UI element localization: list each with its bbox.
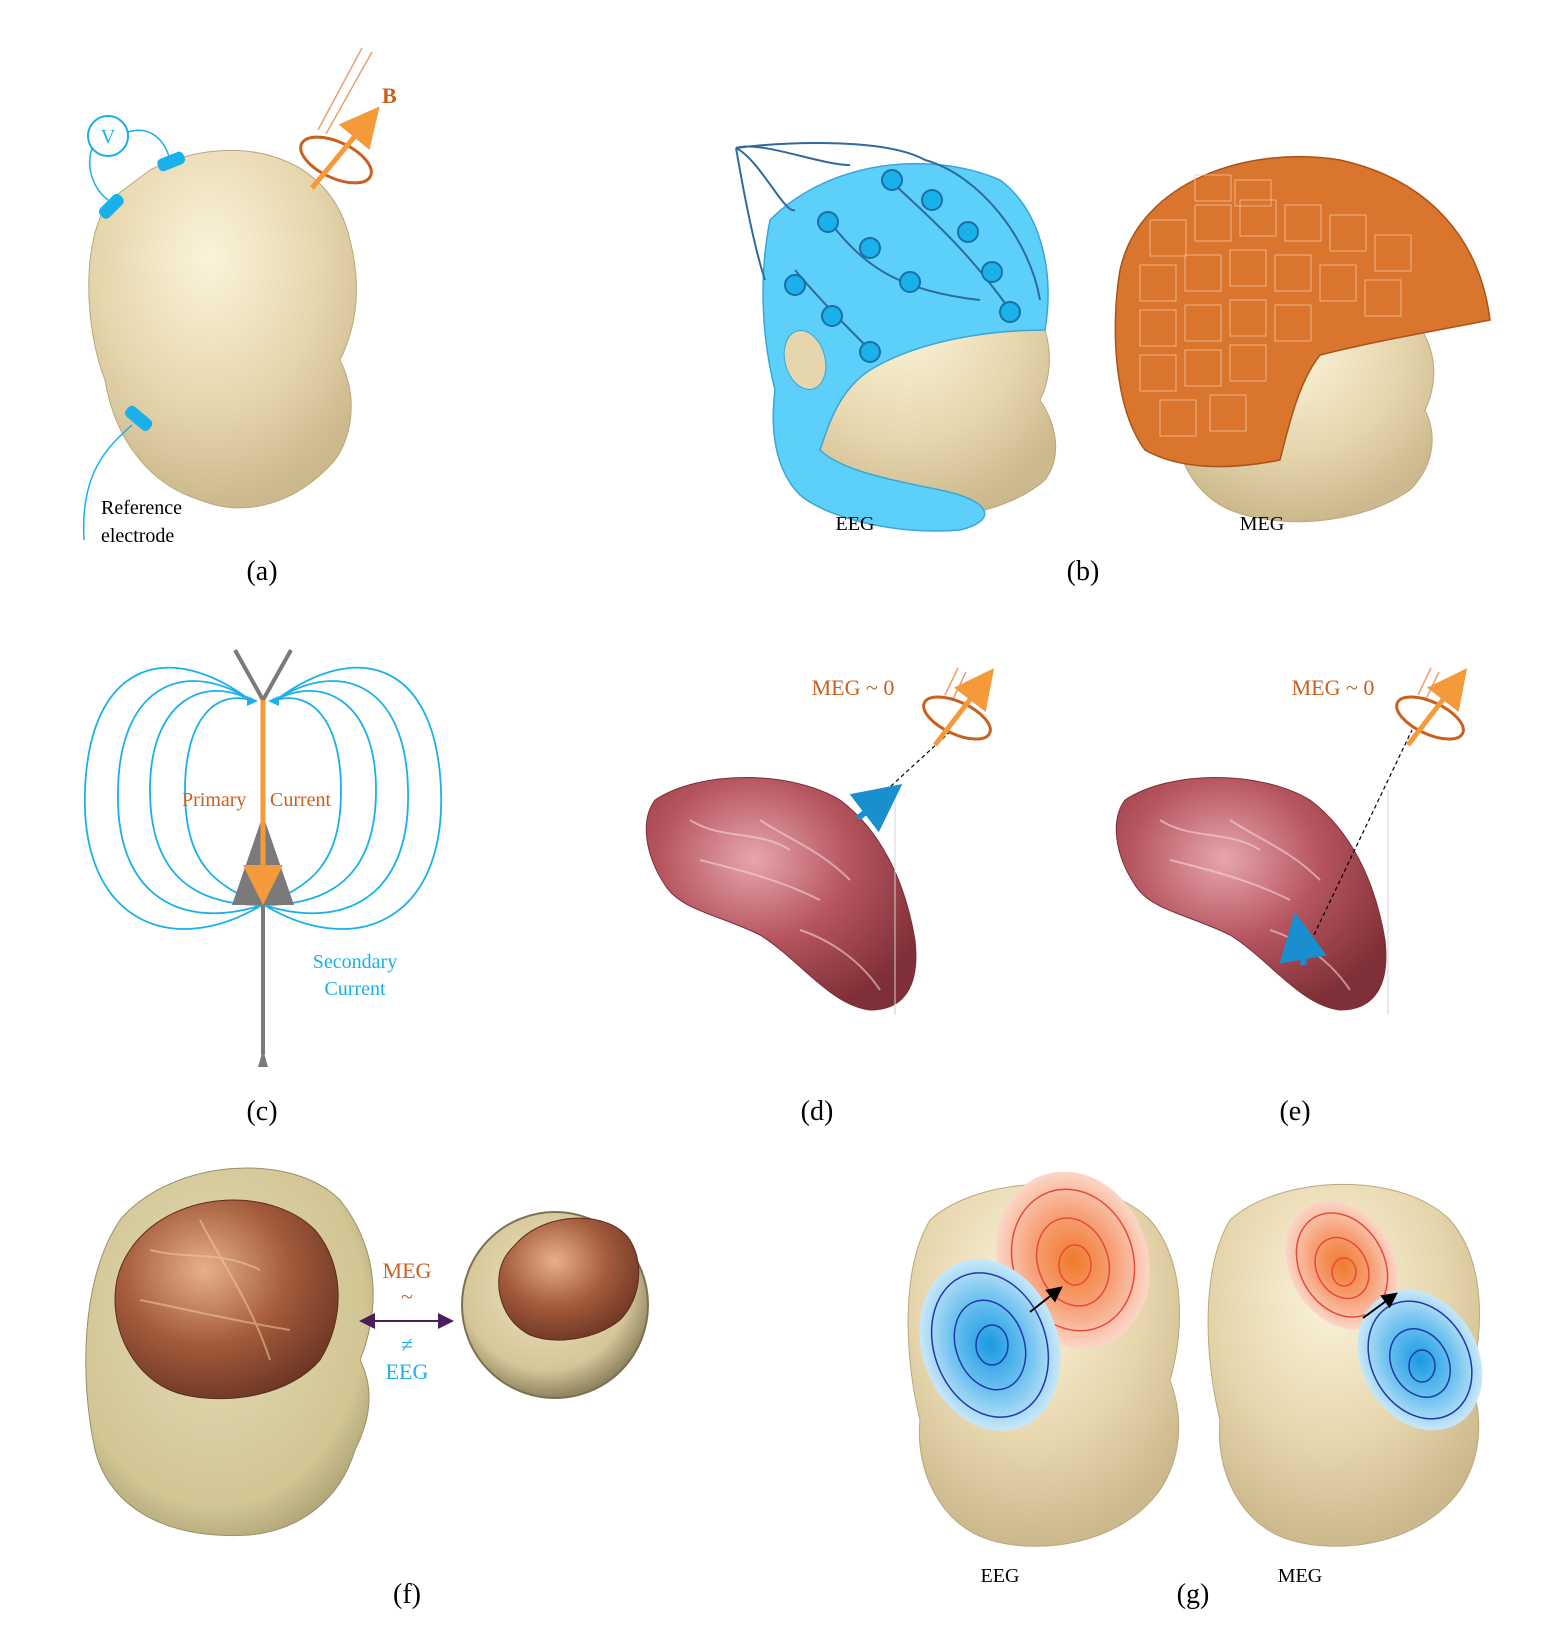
reference-label-line2: electrode [101, 525, 174, 547]
dipole-arrow-meg-g [1362, 1292, 1398, 1319]
electrode-top [157, 151, 186, 172]
meg-zero-label-e: MEG ~ 0 [1292, 675, 1375, 700]
panel-a: V Reference electrode B (a) [82, 47, 397, 587]
secondary-current-field-lines [84, 666, 442, 930]
panel-b: EEG MEG (b) [735, 142, 1491, 587]
meg-helmet [1114, 155, 1491, 468]
caption-d: (d) [801, 1096, 834, 1127]
neq-label-f: ≠ [401, 1332, 413, 1357]
caption-a: (a) [246, 556, 277, 587]
eeg-cap [762, 162, 1049, 532]
panel-d: MEG ~ 0 (d) [645, 667, 995, 1127]
electrode-left [98, 193, 124, 219]
brain-d [645, 777, 917, 1011]
magnetometer-icon [299, 47, 380, 190]
meg-label-f: MEG [383, 1258, 432, 1283]
primary-label-right: Current [270, 789, 332, 811]
secondary-label-line2: Current [324, 978, 386, 1000]
meg-zero-label-d: MEG ~ 0 [812, 675, 895, 700]
caption-b: (b) [1067, 556, 1100, 587]
panel-g: EEG MEG (g) [907, 1171, 1483, 1610]
panel-e: MEG ~ 0 (e) [1115, 667, 1468, 1127]
eeg-negative-pole [919, 1259, 1061, 1431]
panel-f: MEG ~ ≠ EEG (f) [85, 1167, 649, 1610]
eeg-label-f: EEG [386, 1359, 429, 1384]
head-meg-g [1207, 1183, 1480, 1547]
meg-sensor-grid [1139, 174, 1412, 437]
secondary-label-line1: Secondary [313, 951, 397, 973]
dipole-arrow-eeg-g [1029, 1286, 1063, 1313]
b-field-label: B [382, 83, 397, 108]
voltmeter-label: V [101, 126, 116, 148]
caption-f: (f) [393, 1579, 421, 1610]
magnetometer-icon-d [922, 667, 995, 747]
panel-c: Primary Current Secondary Current (c) [84, 649, 442, 1127]
electrode-reference [125, 405, 153, 431]
voltmeter-icon [87, 115, 129, 157]
primary-label-left: Primary [182, 789, 246, 811]
tilde-label-f: ~ [401, 1284, 413, 1309]
eeg-electrodes [784, 169, 1021, 363]
caption-g: (g) [1177, 1579, 1210, 1610]
head-a [88, 150, 357, 509]
eeg-label-b: EEG [836, 513, 875, 535]
magnetometer-icon-e [1395, 667, 1468, 747]
brain-f-head [114, 1199, 339, 1400]
eeg-label-g: EEG [981, 1565, 1020, 1587]
meg-label-b: MEG [1240, 513, 1284, 535]
caption-c: (c) [246, 1096, 277, 1127]
caption-e: (e) [1279, 1096, 1310, 1127]
meg-negative-pole [1357, 1289, 1483, 1431]
brain-e [1115, 777, 1387, 1011]
dipole-arrow-e [1279, 912, 1327, 966]
brain-f-sphere [498, 1217, 640, 1341]
reference-label-line1: Reference [101, 497, 182, 519]
dipole-arrow-d [849, 784, 903, 833]
meg-label-g: MEG [1278, 1565, 1322, 1587]
